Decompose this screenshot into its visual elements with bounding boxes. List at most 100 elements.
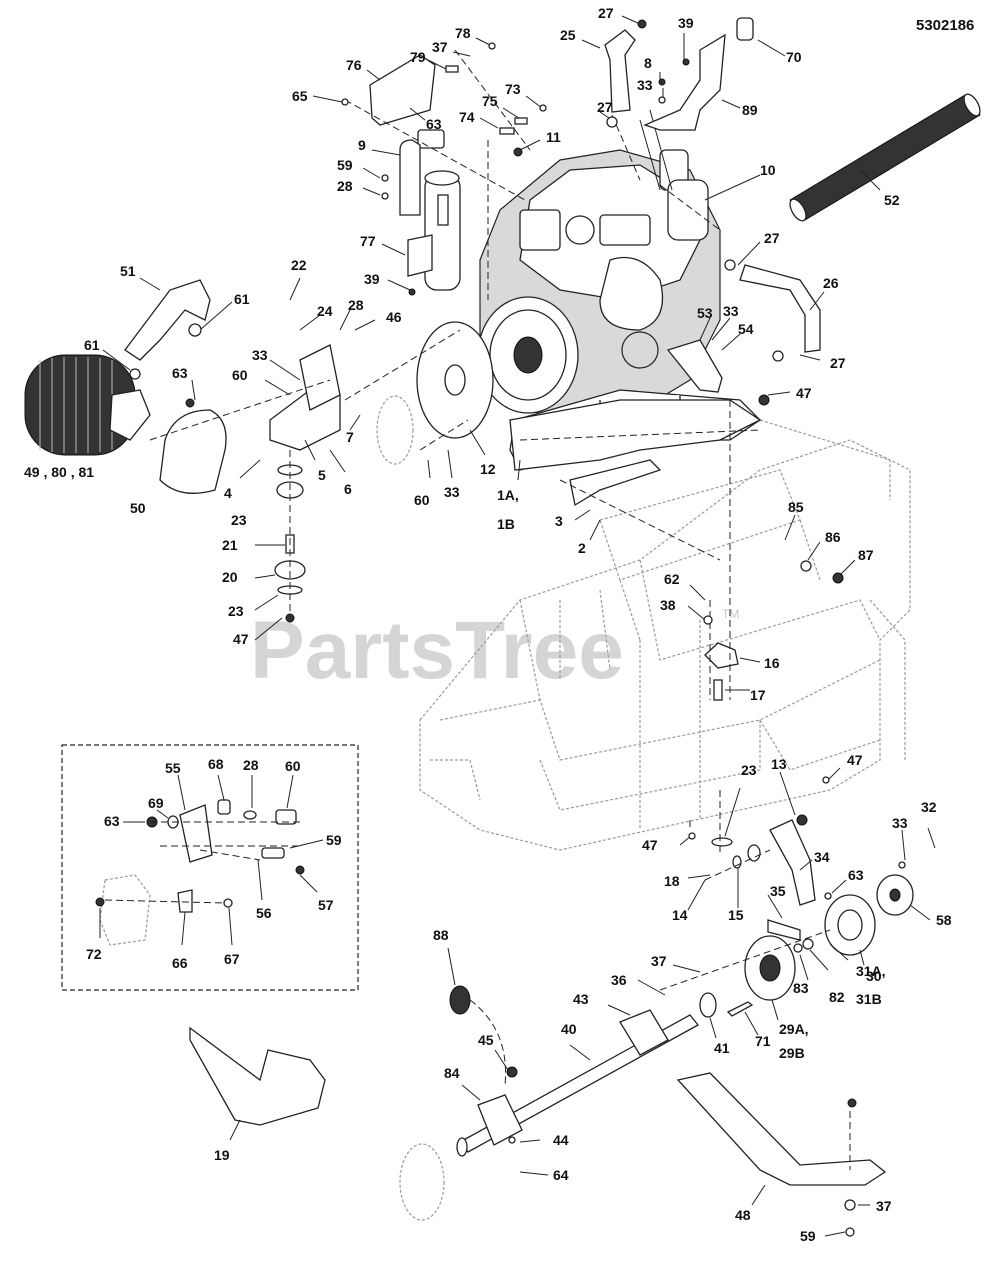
callout-label: 37: [876, 1198, 892, 1214]
callout-label: 61: [84, 337, 100, 353]
callout-label: 60: [414, 492, 430, 508]
hose-25: [604, 29, 636, 113]
callout-label: 23: [228, 603, 244, 619]
callout-label: 50: [130, 500, 146, 516]
callout-label: 36: [611, 972, 627, 988]
callout-label: 25: [560, 27, 576, 43]
shield-19: [189, 1026, 326, 1126]
hose-51: [124, 279, 211, 361]
shield-48: [676, 1072, 887, 1186]
mount-bracket-1b: [569, 459, 662, 507]
callout-label: 14: [672, 907, 688, 923]
callout-label: 77: [360, 233, 376, 249]
spacer-41: [699, 992, 717, 1018]
bracket-24: [299, 344, 341, 411]
mount-16: [704, 642, 739, 669]
callout-label: 48: [735, 1207, 751, 1223]
callout-label: 20: [222, 569, 238, 585]
callout-label: 27: [764, 230, 780, 246]
wheel-dashed-lower: [399, 1143, 445, 1221]
callout-label: 55: [165, 760, 181, 776]
callout-label: 86: [825, 529, 841, 545]
callout-label: 63: [426, 116, 442, 132]
callout-label: 18: [664, 873, 680, 889]
callout-label: 72: [86, 946, 102, 962]
assembly-lines: [104, 49, 851, 1170]
callout-label: 29B: [779, 1045, 805, 1061]
callout-label: 47: [796, 385, 812, 401]
callout-label: 63: [104, 813, 120, 829]
callout-label: 74: [459, 109, 475, 125]
watermark-trademark: TM: [722, 607, 739, 621]
callout-label: 16: [764, 655, 780, 671]
callout-label: 54: [738, 321, 754, 337]
callout-label: 4: [224, 485, 232, 501]
callout-label: 60: [232, 367, 248, 383]
callout-label: 40: [561, 1021, 577, 1037]
callout-label: 38: [660, 597, 676, 613]
bracket-55: [179, 804, 213, 863]
callout-label: 44: [553, 1132, 569, 1148]
callout-label: 17: [750, 687, 766, 703]
air-cleaner-49: [24, 354, 151, 456]
bracket-34: [769, 819, 816, 906]
detail-inset-box: [61, 744, 359, 991]
callout-label: 28: [243, 757, 259, 773]
callout-label: 9: [358, 137, 366, 153]
pulley-58: [876, 874, 914, 916]
callout-label: 78: [455, 25, 471, 41]
callout-label: 89: [742, 102, 758, 118]
washer-83: [793, 943, 803, 953]
cap-70: [736, 17, 754, 41]
callout-label: 59: [337, 157, 353, 173]
callout-label: 33: [723, 303, 739, 319]
callout-labels: 27 39 78 37 79 76 25 8 70 65 63 33 89 73…: [24, 5, 952, 1244]
callout-label: 21: [222, 537, 238, 553]
callout-label: 49 , 80 , 81: [24, 464, 94, 480]
callout-label: 64: [553, 1167, 569, 1183]
callout-label: 88: [433, 927, 449, 943]
callout-label: 53: [697, 305, 713, 321]
callout-label: 66: [172, 955, 188, 971]
callout-label: 35: [770, 883, 786, 899]
callout-label: 73: [505, 81, 521, 97]
callout-label: 82: [829, 989, 845, 1005]
callout-label: 51: [120, 263, 136, 279]
watermark-text: PartsTree: [250, 605, 624, 696]
shaft-40: [456, 1009, 699, 1157]
callout-label: 8: [644, 55, 652, 71]
callout-label: 43: [573, 991, 589, 1007]
callout-label: 59: [800, 1228, 816, 1244]
bracket-77: [407, 234, 433, 277]
callout-label: 2: [578, 540, 586, 556]
spacer-13: [747, 844, 761, 862]
callout-label: 67: [224, 951, 240, 967]
callout-label: 31A,: [856, 963, 886, 979]
callout-label: 30: [866, 968, 882, 984]
washer-23c: [711, 837, 733, 847]
callout-label: 23: [741, 762, 757, 778]
callout-label: 52: [884, 192, 900, 208]
callout-label: 28: [348, 297, 364, 313]
callout-label: 34: [814, 849, 830, 865]
bracket-76: [369, 54, 436, 126]
callout-label: 45: [478, 1032, 494, 1048]
callout-label: 37: [432, 39, 448, 55]
callout-label: 76: [346, 57, 362, 73]
callout-label: 22: [291, 257, 307, 273]
callout-label: 19: [214, 1147, 230, 1163]
callout-label: 33: [637, 77, 653, 93]
callout-label: 1B: [497, 516, 515, 532]
callout-label: 65: [292, 88, 308, 104]
callout-label: 15: [728, 907, 744, 923]
hose-52: [789, 93, 981, 222]
callout-label: 32: [921, 799, 937, 815]
callout-label: 27: [830, 355, 846, 371]
hose-26: [739, 264, 821, 353]
muffler-9: [399, 129, 461, 291]
callout-label: 37: [651, 953, 667, 969]
callout-label: 83: [793, 980, 809, 996]
callout-label: 11: [546, 129, 561, 145]
callout-label: 59: [326, 832, 342, 848]
